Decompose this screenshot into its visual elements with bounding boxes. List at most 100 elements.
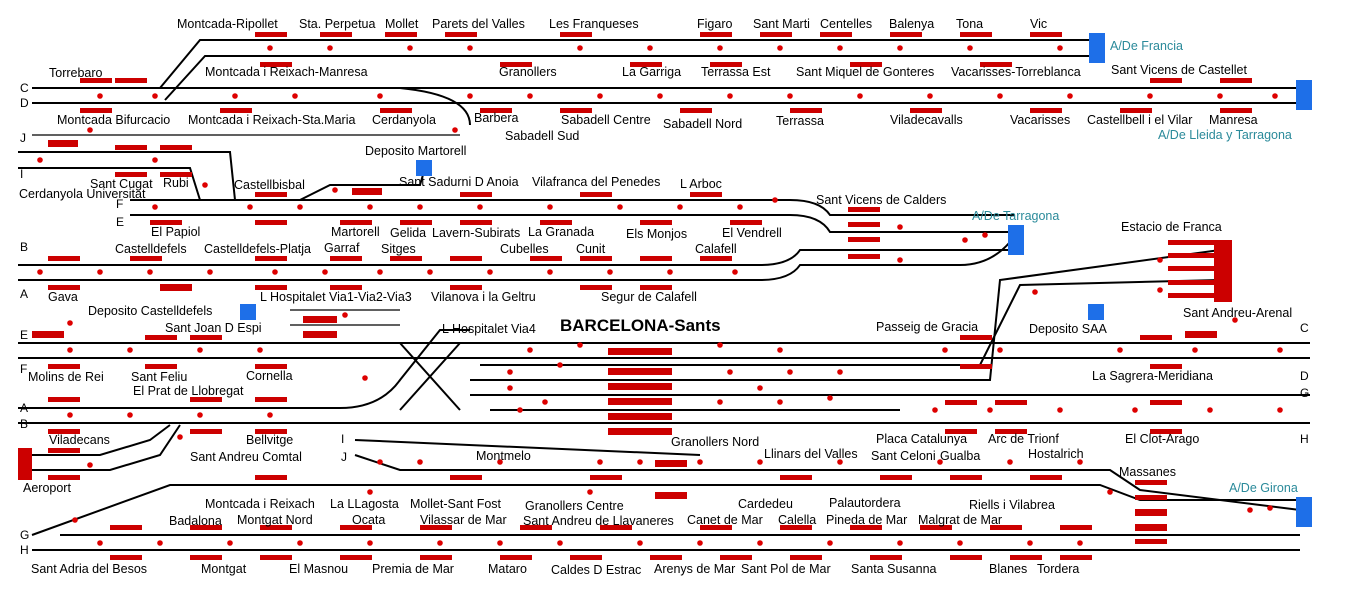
station-label: Deposito Castelldefels <box>88 304 212 318</box>
platform <box>255 32 287 37</box>
signal <box>467 45 473 51</box>
station-label: El Papiol <box>151 225 200 239</box>
station-label: L Hospitalet Via4 <box>442 322 536 336</box>
platform <box>780 525 812 530</box>
terminals <box>240 33 1312 527</box>
signal <box>897 224 903 230</box>
track-cross-2 <box>399 342 461 411</box>
signal <box>777 45 783 51</box>
signal <box>322 269 328 275</box>
platform <box>980 62 1012 67</box>
signal <box>897 45 903 51</box>
station-label: Sant Vicens de Calders <box>816 193 946 207</box>
signal <box>232 93 238 99</box>
platform <box>730 220 762 225</box>
station-label: Cunit <box>576 242 606 256</box>
signal <box>897 540 903 546</box>
station-label: Montgat <box>201 562 247 576</box>
signal <box>1077 540 1083 546</box>
signal <box>937 459 943 465</box>
track-vic-line-2 <box>164 55 1090 101</box>
signal <box>962 237 968 243</box>
signal <box>1107 489 1113 495</box>
platform <box>1185 331 1217 338</box>
signal <box>1247 507 1253 513</box>
platform <box>1135 509 1167 516</box>
station-label: Arenys de Mar <box>654 562 735 576</box>
station-label: Les Franqueses <box>549 17 639 31</box>
station-label: La Sagrera-Meridiana <box>1092 369 1213 383</box>
platform <box>640 220 672 225</box>
platform <box>630 62 662 67</box>
signal <box>297 204 303 210</box>
line-letter: H <box>1300 432 1309 446</box>
signal <box>577 342 583 348</box>
terminal-saa <box>1088 304 1104 320</box>
signal <box>177 434 183 440</box>
signal <box>362 375 368 381</box>
platform <box>115 145 147 150</box>
signal <box>1277 347 1283 353</box>
track-aeroport <box>32 424 171 456</box>
station-label: Terrassa Est <box>701 65 771 79</box>
platform <box>190 555 222 560</box>
signal <box>777 347 783 353</box>
signal <box>1027 540 1033 546</box>
station-labels: Montcada-Ripollet Sta. Perpetua Mollet P… <box>19 17 1292 577</box>
station-label: Pineda de Mar <box>826 513 907 527</box>
platform <box>1060 555 1092 560</box>
station-label: Massanes <box>1119 465 1176 479</box>
station-label: Tona <box>956 17 983 31</box>
track-f <box>130 199 1015 216</box>
platform <box>190 525 222 530</box>
line-letter: B <box>20 240 28 254</box>
platform <box>848 222 880 227</box>
signal <box>367 204 373 210</box>
terminal-francia <box>1089 33 1105 63</box>
station-label: Montgat Nord <box>237 513 313 527</box>
platform <box>190 335 222 340</box>
platform <box>1135 495 1167 500</box>
platform <box>385 32 417 37</box>
line-letter: B <box>20 417 28 431</box>
signal <box>1067 93 1073 99</box>
signal <box>197 412 203 418</box>
signal <box>487 269 493 275</box>
station-label: Sitges <box>381 242 416 256</box>
signal <box>67 320 73 326</box>
platform <box>540 220 572 225</box>
station-label: Sant Marti <box>753 17 810 31</box>
signal <box>157 540 163 546</box>
signal <box>427 269 433 275</box>
station-label: Torrebaro <box>49 66 103 80</box>
line-letter: H <box>20 543 29 557</box>
platform <box>255 220 287 225</box>
line-letter: D <box>20 96 29 110</box>
platform <box>48 285 80 290</box>
signal <box>467 93 473 99</box>
platform <box>700 32 732 37</box>
track-e <box>130 214 1015 233</box>
platform <box>32 331 64 338</box>
platform <box>960 32 992 37</box>
station-label: Cornella <box>246 369 293 383</box>
signal <box>477 204 483 210</box>
signal <box>727 93 733 99</box>
station-label: Granollers <box>499 65 557 79</box>
station-label: Sant Andreu de Llavaneres <box>523 514 674 528</box>
platform <box>780 475 812 480</box>
signal <box>152 93 158 99</box>
signal <box>342 312 348 318</box>
platform <box>820 32 852 37</box>
direction-label: A/De Girona <box>1229 481 1298 495</box>
platform <box>1135 539 1167 544</box>
signal <box>452 127 458 133</box>
station-label: La LLagosta <box>330 497 399 511</box>
signal <box>202 182 208 188</box>
line-letter: D <box>1300 369 1309 383</box>
signal <box>292 93 298 99</box>
platform <box>255 475 287 480</box>
platform <box>1220 108 1252 113</box>
platform <box>160 145 192 150</box>
signal <box>717 45 723 51</box>
